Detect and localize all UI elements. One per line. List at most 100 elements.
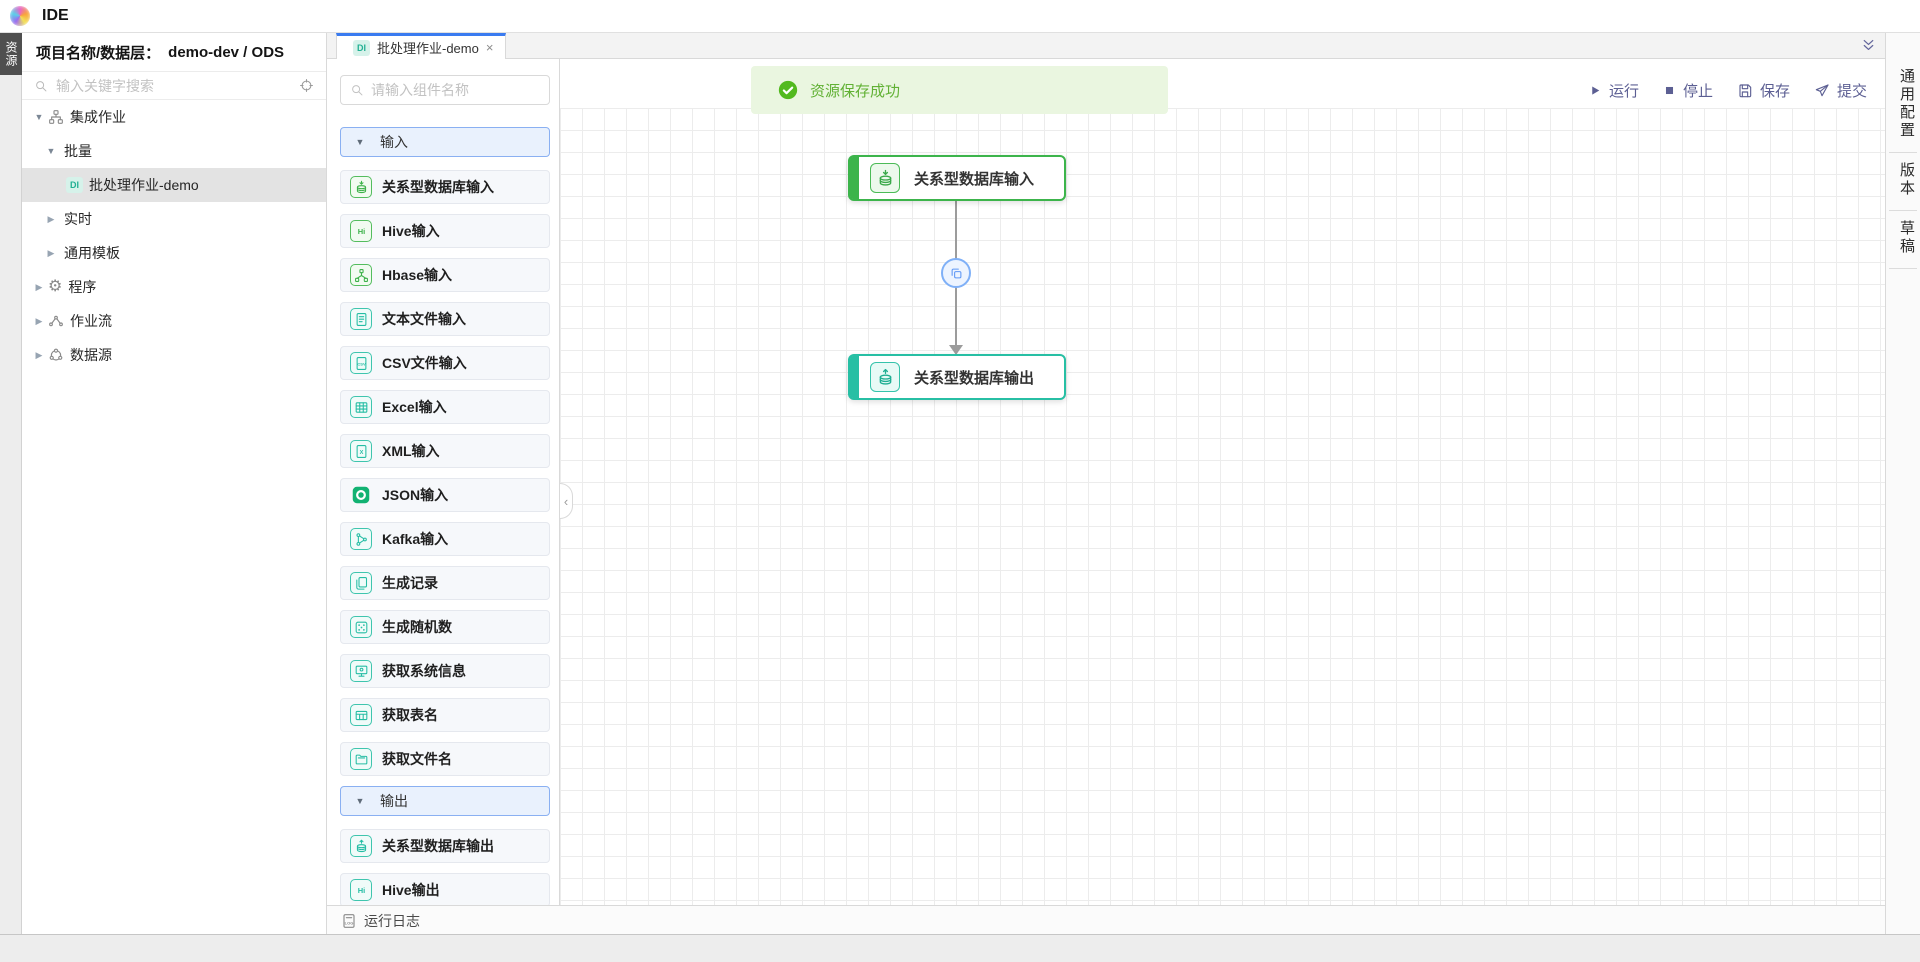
palette-item-label: 文本文件输入 — [382, 311, 466, 327]
workflow-icon — [48, 313, 64, 329]
palette-item-iconbox — [350, 484, 372, 506]
node-iconbox — [870, 163, 900, 193]
project-header: 项目名称/数据层： demo-dev / ODS — [22, 33, 326, 72]
caret-down-icon[interactable]: ▼ — [355, 796, 365, 806]
palette-item-generate-random[interactable]: 生成随机数 — [340, 610, 550, 644]
relational-db-output-node[interactable]: 关系型数据库输出 — [848, 354, 1066, 400]
palette-item-json-input[interactable]: JSON输入 — [340, 478, 550, 512]
node-accent-bar — [850, 157, 859, 199]
tree-item-datasource[interactable]: ▶数据源 — [22, 338, 326, 372]
app-logo-icon — [10, 6, 30, 26]
save-success-toast: 资源保存成功 — [751, 66, 1168, 114]
palette-item-get-file-name[interactable]: 获取文件名 — [340, 742, 550, 776]
editor-tab-strip: DI 批处理作业-demo × — [327, 33, 1885, 59]
node-accent-bar — [850, 356, 859, 398]
palette-item-relational-db-input[interactable]: 关系型数据库输入 — [340, 170, 550, 204]
palette-search-input[interactable]: 请输入组件名称 — [340, 75, 550, 105]
caret-down-icon[interactable]: ▼ — [34, 112, 44, 122]
palette-item-relational-db-output[interactable]: 关系型数据库输出 — [340, 829, 550, 863]
left-rail: 资源 — [0, 33, 22, 934]
desktop-background — [0, 935, 1920, 962]
tab-close-icon[interactable]: × — [485, 40, 494, 55]
explorer-search[interactable]: 输入关键字搜索 — [22, 72, 326, 100]
di-badge: DI — [66, 177, 83, 193]
records-icon — [354, 576, 369, 591]
palette-item-iconbox: CSV — [350, 352, 372, 374]
caret-right-icon[interactable]: ▶ — [35, 315, 43, 326]
palette-item-generate-records[interactable]: 生成记录 — [340, 566, 550, 600]
palette-item-iconbox — [350, 396, 372, 418]
palette-item-get-system-info[interactable]: 获取系统信息 — [340, 654, 550, 688]
project-header-value: demo-dev / ODS — [168, 43, 285, 61]
submit-button[interactable]: 提交 — [1814, 80, 1867, 101]
palette-item-iconbox — [350, 176, 372, 198]
dice-icon — [354, 620, 369, 635]
tree-item-batch[interactable]: ▼批量 — [22, 134, 326, 168]
tree-item-workflow[interactable]: ▶作业流 — [22, 304, 326, 338]
svg-text:LOG: LOG — [345, 920, 354, 925]
hive-hi-icon: Hi — [354, 883, 369, 898]
file-name-icon — [354, 752, 369, 767]
gear-icon: ⚙ — [48, 278, 63, 295]
stop-button[interactable]: 停止 — [1663, 80, 1713, 101]
run-log-bar[interactable]: LOG 运行日志 — [327, 905, 1885, 934]
run-button-label: 运行 — [1608, 83, 1639, 100]
palette-item-get-table-name[interactable]: 获取表名 — [340, 698, 550, 732]
caret-right-icon[interactable]: ▶ — [47, 247, 55, 258]
caret-right-icon[interactable]: ▶ — [35, 349, 43, 360]
relational-db-input-node[interactable]: 关系型数据库输入 — [848, 155, 1066, 201]
stop-icon — [1663, 84, 1676, 97]
run-button[interactable]: 运行 — [1589, 80, 1639, 101]
palette-section-label: 输出 — [380, 793, 408, 809]
palette-item-iconbox — [350, 835, 372, 857]
explorer-search-placeholder: 输入关键字搜索 — [56, 77, 154, 94]
json-circle-icon — [350, 484, 372, 506]
palette-section-header[interactable]: ▼ 输出 — [340, 786, 550, 816]
flow-canvas[interactable]: 资源保存成功 运行停止保存提交 ‹ 关系型数据库输入关系型数据库输出 — [560, 59, 1885, 905]
edge-copy-handle[interactable] — [941, 258, 971, 288]
di-badge: DI — [353, 39, 370, 56]
copy-icon — [949, 266, 964, 281]
palette-item-kafka-input[interactable]: Kafka输入 — [340, 522, 550, 556]
caret-down-icon[interactable]: ▼ — [46, 146, 56, 156]
tree-item-general-template[interactable]: ▶通用模板 — [22, 236, 326, 270]
palette-item-label: Hbase输入 — [382, 267, 453, 283]
rail-tab-general-config[interactable]: 通用配置 — [1889, 59, 1917, 153]
palette-item-label: Hive输出 — [382, 882, 440, 898]
palette-item-label: XML输入 — [382, 443, 440, 459]
rail-tab-draft[interactable]: 草稿 — [1889, 211, 1917, 269]
run-log-label: 运行日志 — [364, 912, 420, 929]
rail-tab-version[interactable]: 版本 — [1889, 153, 1917, 211]
palette-item-iconbox: Hi — [350, 220, 372, 242]
resources-rail-tab[interactable]: 资源 — [0, 33, 22, 75]
tree-item-label: 程序 — [68, 279, 97, 295]
excel-table-icon — [354, 400, 369, 415]
palette-section-header[interactable]: ▼输入 — [340, 127, 550, 157]
tree-item-realtime[interactable]: ▶实时 — [22, 202, 326, 236]
database-upload-icon — [876, 368, 895, 387]
palette-item-hbase-input[interactable]: Hbase输入 — [340, 258, 550, 292]
tree-item-label: 集成作业 — [70, 109, 126, 125]
palette-item-label: 关系型数据库输出 — [382, 838, 494, 854]
palette-item-text-file-input[interactable]: 文本文件输入 — [340, 302, 550, 336]
tab-batch-job-demo[interactable]: DI 批处理作业-demo × — [336, 33, 507, 59]
paper-plane-icon — [1814, 83, 1830, 99]
ide-window: IDE 资源 项目名称/数据层： demo-dev / ODS 输入关键字搜索 … — [0, 0, 1920, 935]
caret-down-icon[interactable]: ▼ — [355, 137, 365, 147]
palette-item-label: Excel输入 — [382, 399, 447, 415]
tree-item-integration-jobs[interactable]: ▼ 集成作业 — [22, 100, 326, 134]
palette-item-hive-output[interactable]: Hi Hive输出 — [340, 873, 550, 905]
caret-right-icon[interactable]: ▶ — [35, 281, 43, 292]
tree-item-program[interactable]: ▶ ⚙ 程序 — [22, 270, 326, 304]
caret-right-icon[interactable]: ▶ — [47, 213, 55, 224]
palette-item-xml-input[interactable]: X XML输入 — [340, 434, 550, 468]
canvas-grid — [560, 108, 1885, 905]
xml-file-icon: X — [354, 444, 369, 459]
save-button[interactable]: 保存 — [1737, 80, 1790, 101]
palette-item-excel-input[interactable]: Excel输入 — [340, 390, 550, 424]
palette-item-label: Kafka输入 — [382, 531, 449, 547]
